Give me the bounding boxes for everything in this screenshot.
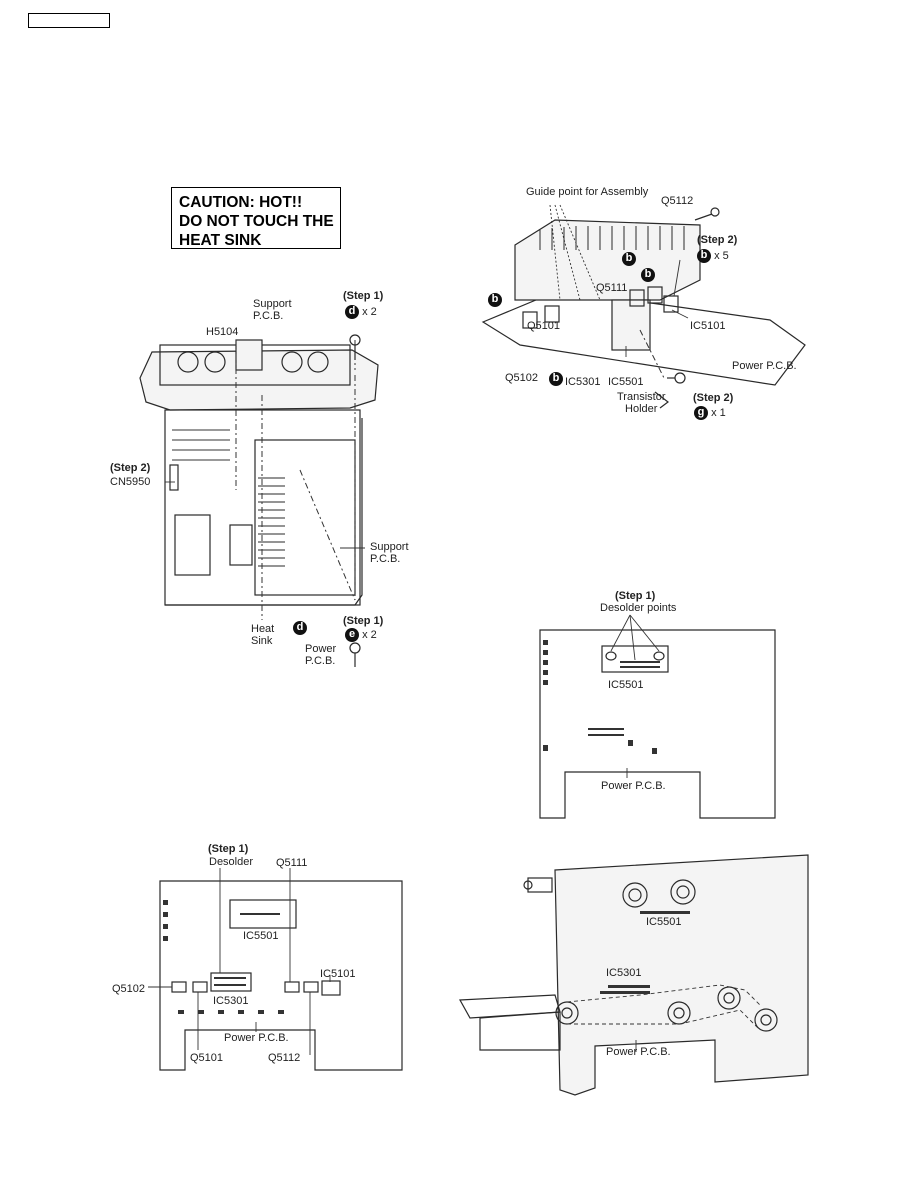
fig1-power-pcb: Power P.C.B. (305, 643, 337, 667)
fig1-step1-bottom: (Step 1) (343, 615, 384, 627)
fig1-h5104-label: H5104 (206, 326, 239, 338)
fig1-screw-e-count: e x 2 (345, 628, 377, 642)
fig2-q5101: Q5101 (527, 320, 561, 332)
fig1-step2: (Step 2) (110, 462, 151, 474)
fig4-q5111: Q5111 (276, 857, 308, 869)
fig2-q5102: Q5102 (505, 372, 539, 384)
fig2-step2-top: (Step 2) (697, 234, 738, 246)
fig1-support-pcb-right: Support P.C.B. (370, 541, 409, 565)
fig4-ic5101: IC5101 (320, 968, 356, 980)
fig4-step1: (Step 1) (208, 843, 249, 855)
badge-g-icon: g (694, 406, 708, 420)
fig2-q5112: Q5112 (661, 195, 694, 207)
fig3-desolder-points: Desolder points (600, 602, 677, 614)
fig5-power-pcb: Power P.C.B. (606, 1046, 671, 1058)
fig1-step1-top: (Step 1) (343, 290, 384, 302)
fig2-q5111: Q5111 (596, 282, 628, 294)
badge-d-icon-2: d (293, 621, 307, 635)
badge-b-icon-2: b (622, 252, 636, 266)
badge-b-icon-3: b (641, 268, 655, 282)
badge-e-icon: e (345, 628, 359, 642)
caution-line-2: DO NOT TOUCH THE (179, 213, 334, 230)
fig2-ic5101: IC5101 (690, 320, 726, 332)
fig4-q5101: Q5101 (190, 1052, 224, 1064)
fig2-guide-point: Guide point for Assembly (526, 186, 649, 198)
fig1-screw-d-count: d x 2 (345, 305, 377, 319)
badge-b-icon-5: b (549, 372, 563, 386)
badge-b-icon: b (697, 249, 711, 263)
badge-b-icon-4: b (488, 293, 502, 307)
fig3-step1: (Step 1) (615, 590, 656, 602)
fig2-transistor-holder: Transistor Holder (617, 391, 666, 415)
fig4-power-pcb: Power P.C.B. (224, 1032, 289, 1044)
caution-line-1: CAUTION: HOT!! (179, 194, 303, 211)
fig4-q5112: Q5112 (268, 1052, 301, 1064)
fig2-power-pcb: Power P.C.B. (732, 360, 797, 372)
caution-line-3: HEAT SINK (179, 232, 262, 249)
fig2-ic5501: IC5501 (608, 376, 644, 388)
fig2-step2-bottom: (Step 2) (693, 392, 734, 404)
fig4-ic5501: IC5501 (243, 930, 279, 942)
caution-label: CAUTION: HOT!! DO NOT TOUCH THE HEAT SIN… (171, 187, 341, 249)
fig2-ic5301: IC5301 (565, 376, 601, 388)
fig5-ic5301: IC5301 (606, 967, 642, 979)
fig3-ic5501: IC5501 (608, 679, 644, 691)
fig3-power-pcb: Power P.C.B. (601, 780, 666, 792)
fig5-ic5501: IC5501 (646, 916, 682, 928)
fig4-q5102: Q5102 (112, 983, 146, 995)
fig2-screw-b-count: b x 5 (697, 249, 729, 263)
fig4-desolder: Desolder (209, 856, 254, 868)
badge-d-icon: d (345, 305, 359, 319)
fig1-cn5950: CN5950 (110, 476, 151, 488)
fig4-ic5301: IC5301 (213, 995, 249, 1007)
fig1-heat-sink: Heat Sink (251, 623, 275, 647)
fig1-support-pcb-top: Support P.C.B. (253, 298, 292, 322)
header-box (28, 13, 110, 28)
fig2-screw-g-count: g x 1 (694, 406, 726, 420)
